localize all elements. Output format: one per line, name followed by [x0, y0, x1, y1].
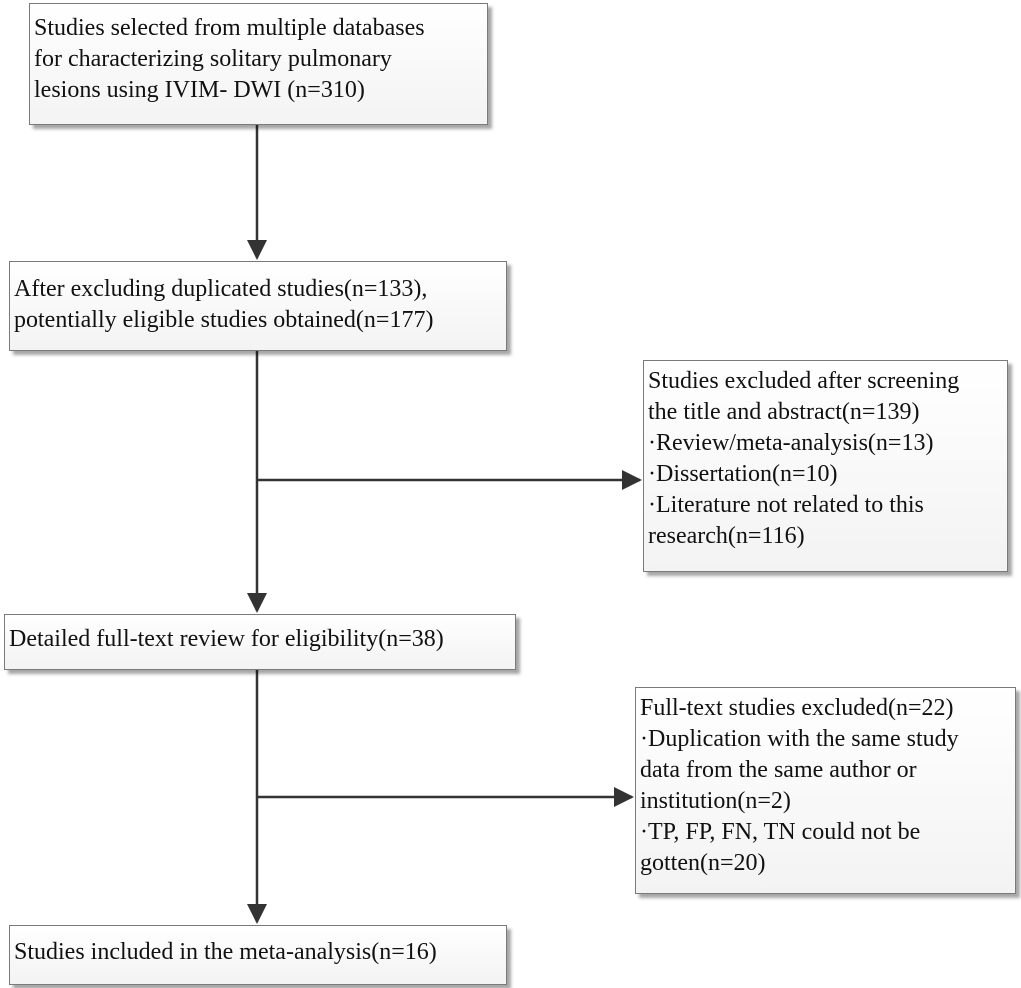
box-line: Detailed full-text review for eligibilit…: [9, 626, 444, 652]
box-line: ·Dissertation(n=10): [648, 461, 838, 487]
box-line: ·TP, FP, FN, TN could not be: [640, 819, 921, 845]
box-line: Full-text studies excluded(n=22): [640, 695, 954, 721]
box-line: ·Literature not related to this: [648, 492, 924, 518]
box-line: institution(n=2): [640, 788, 791, 814]
box-line: ·Duplication with the same study: [640, 726, 959, 752]
box-line: for characterizing solitary pulmonary: [34, 46, 392, 72]
box-fulltext-review: Detailed full-text review for eligibilit…: [4, 614, 516, 670]
box-studies-selected: Studies selected from multiple databases…: [29, 3, 488, 125]
box-line: the title and abstract(n=139): [648, 399, 920, 425]
box-line: research(n=116): [648, 523, 805, 549]
box-line: gotten(n=20): [640, 850, 766, 876]
box-included: Studies included in the meta-analysis(n=…: [9, 925, 507, 985]
box-after-duplicates: After excluding duplicated studies(n=133…: [9, 261, 507, 351]
box-line: ·Review/meta-analysis(n=13): [648, 430, 934, 456]
box-line: lesions using IVIM- DWI (n=310): [34, 77, 365, 103]
box-line: Studies included in the meta-analysis(n=…: [14, 939, 437, 965]
box-line: data from the same author or: [640, 757, 917, 783]
box-line: Studies excluded after screening: [648, 368, 960, 394]
box-line: Studies selected from multiple databases: [34, 15, 425, 41]
box-line: potentially eligible studies obtained(n=…: [14, 307, 434, 333]
box-fulltext-excluded: Full-text studies excluded(n=22) ·Duplic…: [635, 687, 1016, 894]
box-line: After excluding duplicated studies(n=133…: [14, 276, 428, 302]
box-excluded-screening: Studies excluded after screening the tit…: [643, 360, 1008, 572]
